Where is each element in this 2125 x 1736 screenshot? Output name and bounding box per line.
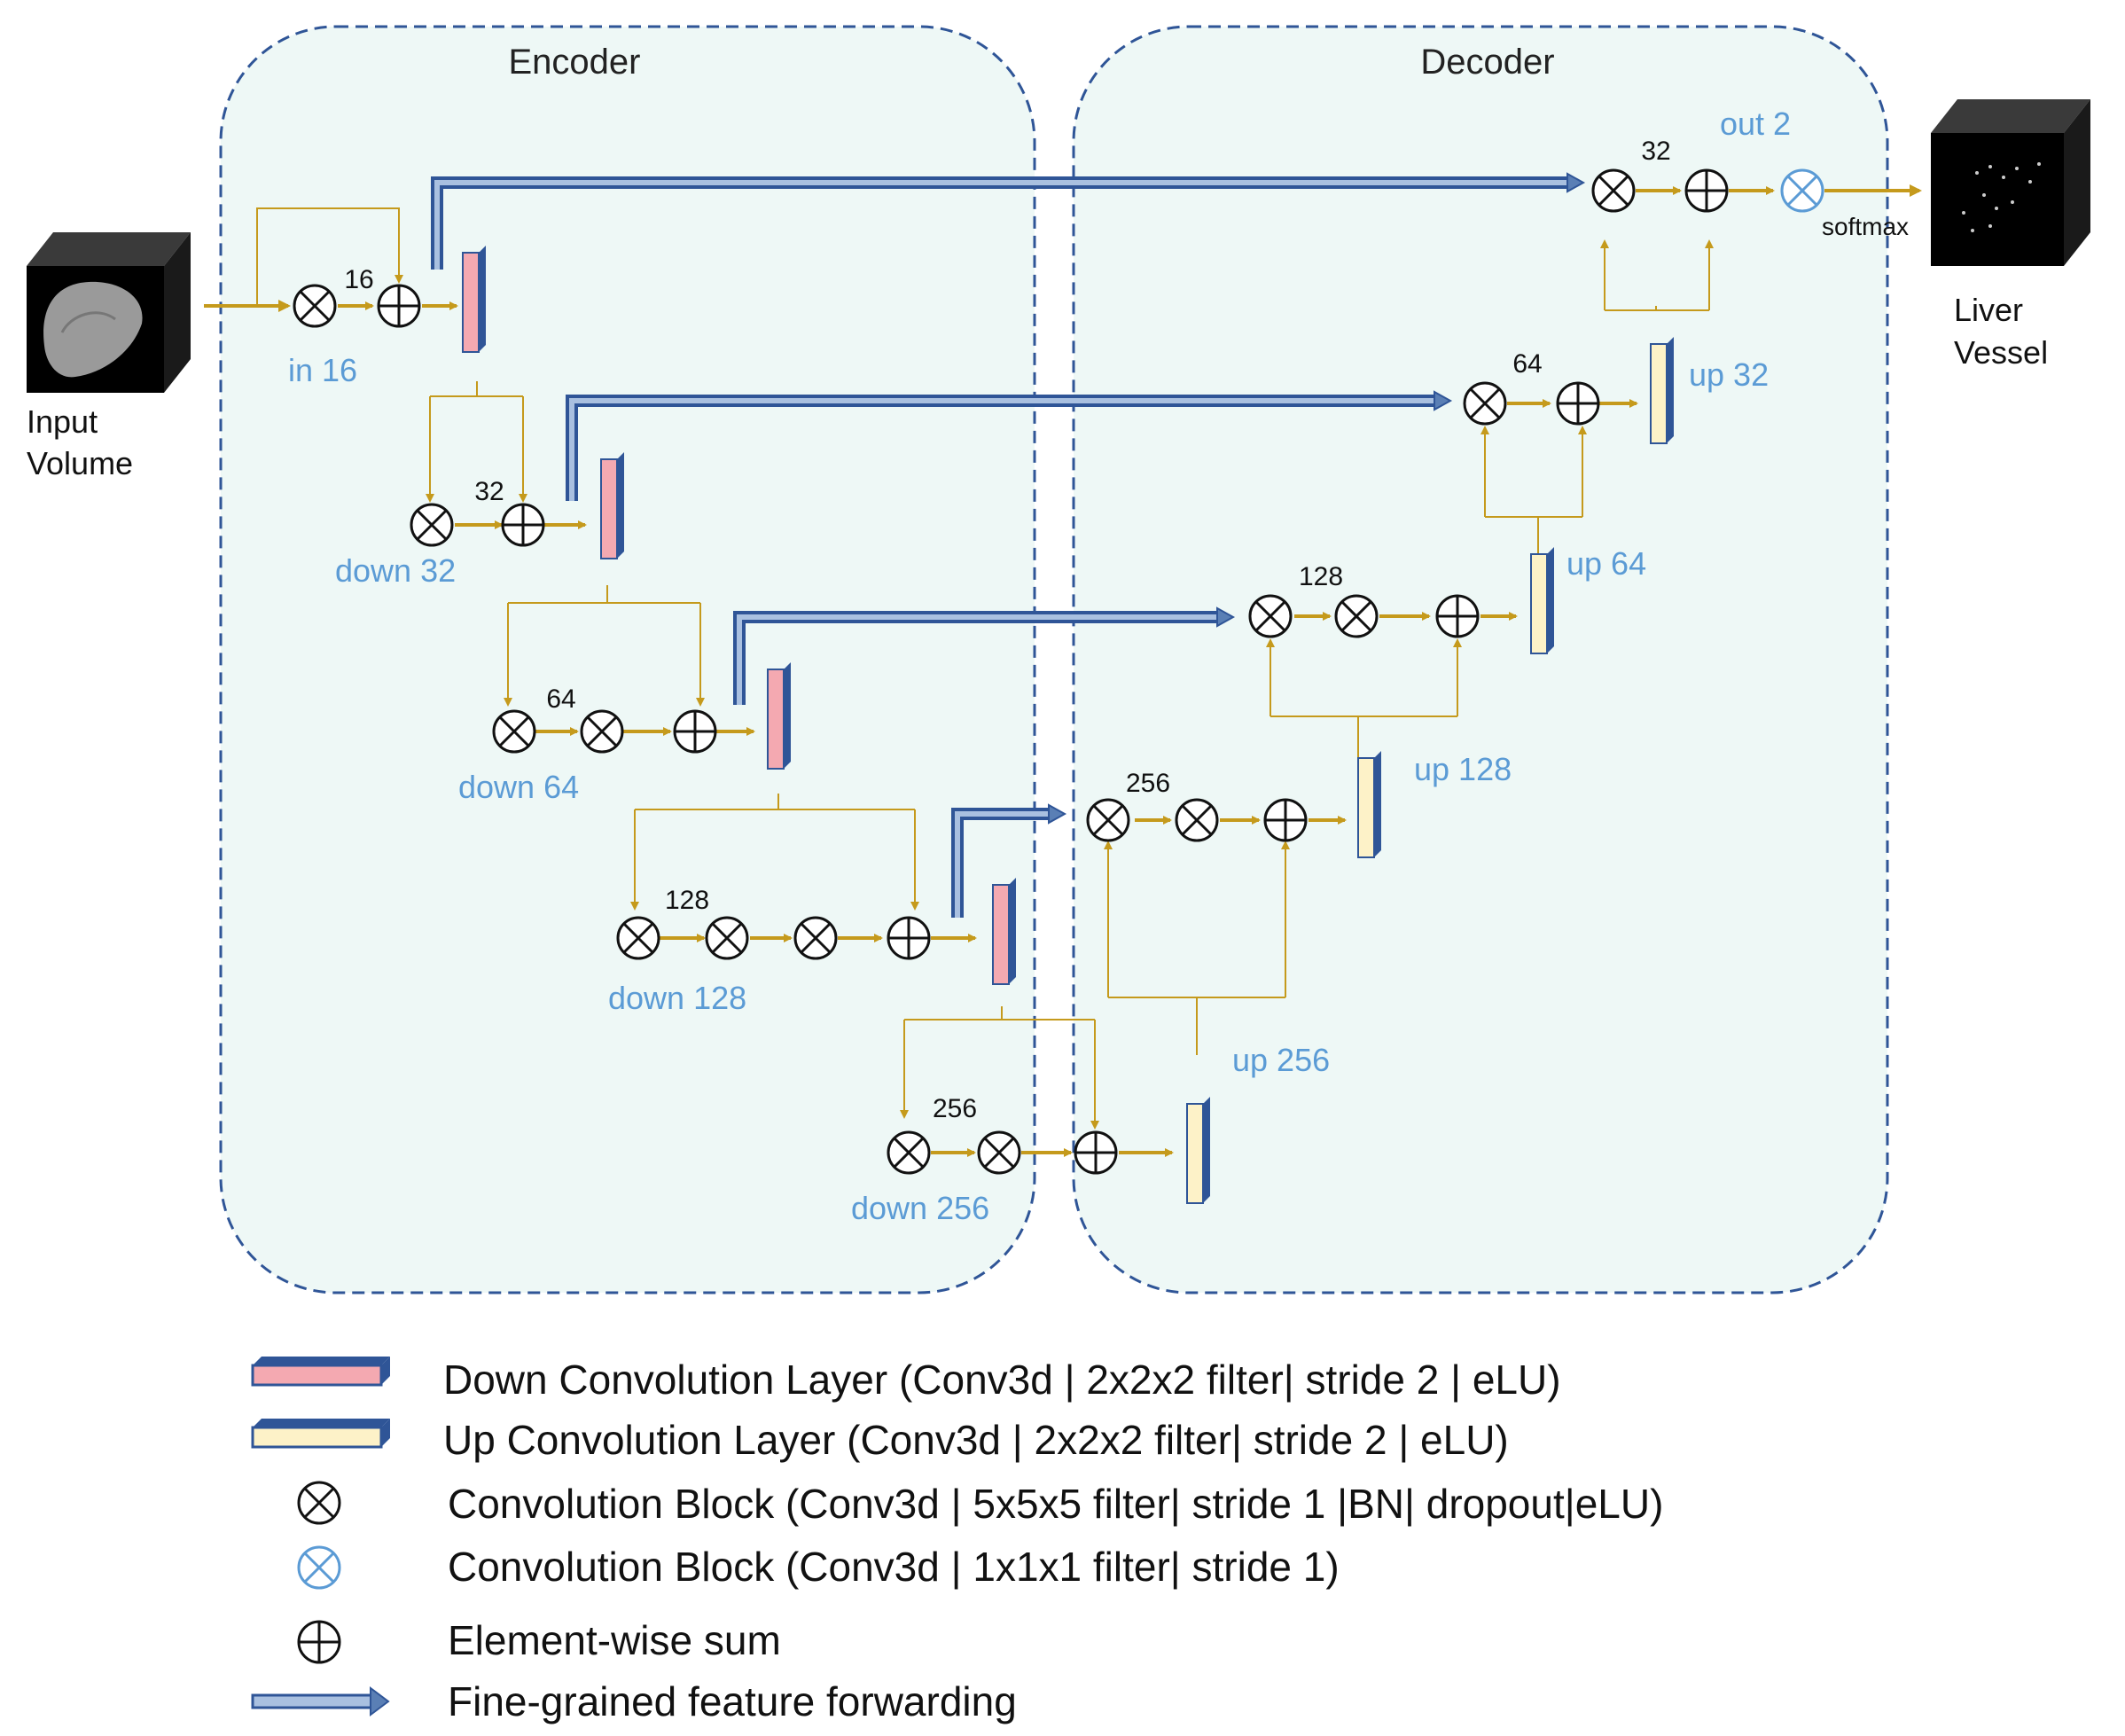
up128-conv-block-1 xyxy=(1248,594,1293,638)
out-sum xyxy=(1684,168,1729,213)
up64-label: up 64 xyxy=(1566,545,1646,582)
down256-sum xyxy=(1074,1130,1118,1175)
decoder-region xyxy=(1072,25,1889,1294)
flow-connectors xyxy=(204,184,1922,1157)
down32-channels: 32 xyxy=(474,477,504,506)
legend-up-conv-text: Up Convolution Layer (Conv3d | 2x2x2 fil… xyxy=(443,1417,1509,1463)
down128-channels: 128 xyxy=(665,886,709,915)
down128-conv-block-1 xyxy=(616,916,660,960)
legend-forwarding-text: Fine-grained feature forwarding xyxy=(448,1678,1017,1724)
down128-conv-block-3 xyxy=(793,916,838,960)
up256-label: up 256 xyxy=(1232,1042,1330,1078)
down32-sum xyxy=(501,503,545,547)
legend-conv-block-icon xyxy=(297,1481,341,1525)
legend-forwarding-arrow-icon xyxy=(251,1686,390,1716)
legend-down-conv-text: Down Convolution Layer (Conv3d | 2x2x2 f… xyxy=(443,1357,1561,1403)
legend-conv-1x1-text: Convolution Block (Conv3d | 1x1x1 filter… xyxy=(448,1544,1340,1590)
legend: Down Convolution Layer (Conv3d | 2x2x2 f… xyxy=(251,1357,1663,1724)
output-label-line1: Liver xyxy=(1954,292,2023,328)
legend-sum-icon xyxy=(297,1620,341,1664)
up256-conv-block-2 xyxy=(1175,798,1219,842)
skip-connection-32 xyxy=(566,390,1453,501)
up32-up-conv-layer xyxy=(1650,336,1675,444)
encoder-region xyxy=(219,25,1036,1294)
down128-conv-block-2 xyxy=(705,916,749,960)
down64-sum xyxy=(673,709,717,754)
up64-sum xyxy=(1556,381,1600,426)
encoder-title: Encoder xyxy=(509,43,641,82)
down64-channels: 64 xyxy=(546,684,575,714)
decoder-title: Decoder xyxy=(1420,43,1554,82)
out-conv-block xyxy=(1591,168,1636,213)
up32-label: up 32 xyxy=(1689,356,1769,393)
out-channels: 32 xyxy=(1641,137,1670,166)
down256-conv-block-2 xyxy=(977,1130,1021,1175)
up128-conv-block-2 xyxy=(1334,594,1379,638)
down128-sum xyxy=(887,916,931,960)
out2-label: out 2 xyxy=(1720,106,1791,142)
up128-sum xyxy=(1435,594,1480,638)
down64-down-conv-layer xyxy=(767,661,792,770)
down32-label: down 32 xyxy=(335,552,456,589)
down64-label: down 64 xyxy=(458,769,579,805)
down256-up-conv-layer xyxy=(1186,1096,1211,1204)
in16-down-conv-layer xyxy=(462,245,487,353)
legend-sum-text: Element-wise sum xyxy=(448,1617,781,1663)
input-label-line1: Input xyxy=(27,403,98,440)
up256-channels: 256 xyxy=(1126,769,1170,798)
up256-conv-block-1 xyxy=(1086,798,1130,842)
up128-label: up 128 xyxy=(1414,751,1512,787)
down128-down-conv-layer xyxy=(992,877,1017,985)
up128-channels: 128 xyxy=(1299,562,1343,591)
up128-up-conv-layer xyxy=(1357,750,1382,858)
down256-label: down 256 xyxy=(851,1190,989,1226)
down256-conv-block-1 xyxy=(887,1130,931,1175)
skip-connection-128 xyxy=(951,803,1067,918)
legend-conv-block-text: Convolution Block (Conv3d | 5x5x5 filter… xyxy=(448,1481,1663,1527)
down256-channels: 256 xyxy=(933,1094,977,1123)
legend-up-conv-swatch xyxy=(251,1419,390,1449)
up256-sum xyxy=(1263,798,1308,842)
input-volume-cube xyxy=(27,232,191,393)
legend-conv-1x1-icon xyxy=(297,1545,341,1590)
in16-channels: 16 xyxy=(344,265,373,294)
input-label-line2: Volume xyxy=(27,445,133,481)
down32-conv-block xyxy=(410,503,454,547)
in16-sum xyxy=(377,284,421,328)
down32-down-conv-layer xyxy=(600,451,625,559)
up64-up-conv-layer xyxy=(1530,546,1555,654)
skip-connection-16 xyxy=(431,172,1586,270)
skip-connection-64 xyxy=(733,606,1236,705)
up64-conv-block xyxy=(1463,381,1507,426)
up64-channels: 64 xyxy=(1512,349,1542,379)
down64-conv-block-1 xyxy=(492,709,536,754)
in16-conv-block xyxy=(293,284,337,328)
in16-label: in 16 xyxy=(288,352,357,388)
output-label-line2: Vessel xyxy=(1954,334,2048,371)
legend-down-conv-swatch xyxy=(251,1357,390,1387)
down64-conv-block-2 xyxy=(580,709,624,754)
out-conv-1x1-block xyxy=(1780,168,1824,213)
output-vessel-cube xyxy=(1931,99,2090,266)
down128-label: down 128 xyxy=(608,980,746,1016)
softmax-label: softmax xyxy=(1822,213,1909,240)
